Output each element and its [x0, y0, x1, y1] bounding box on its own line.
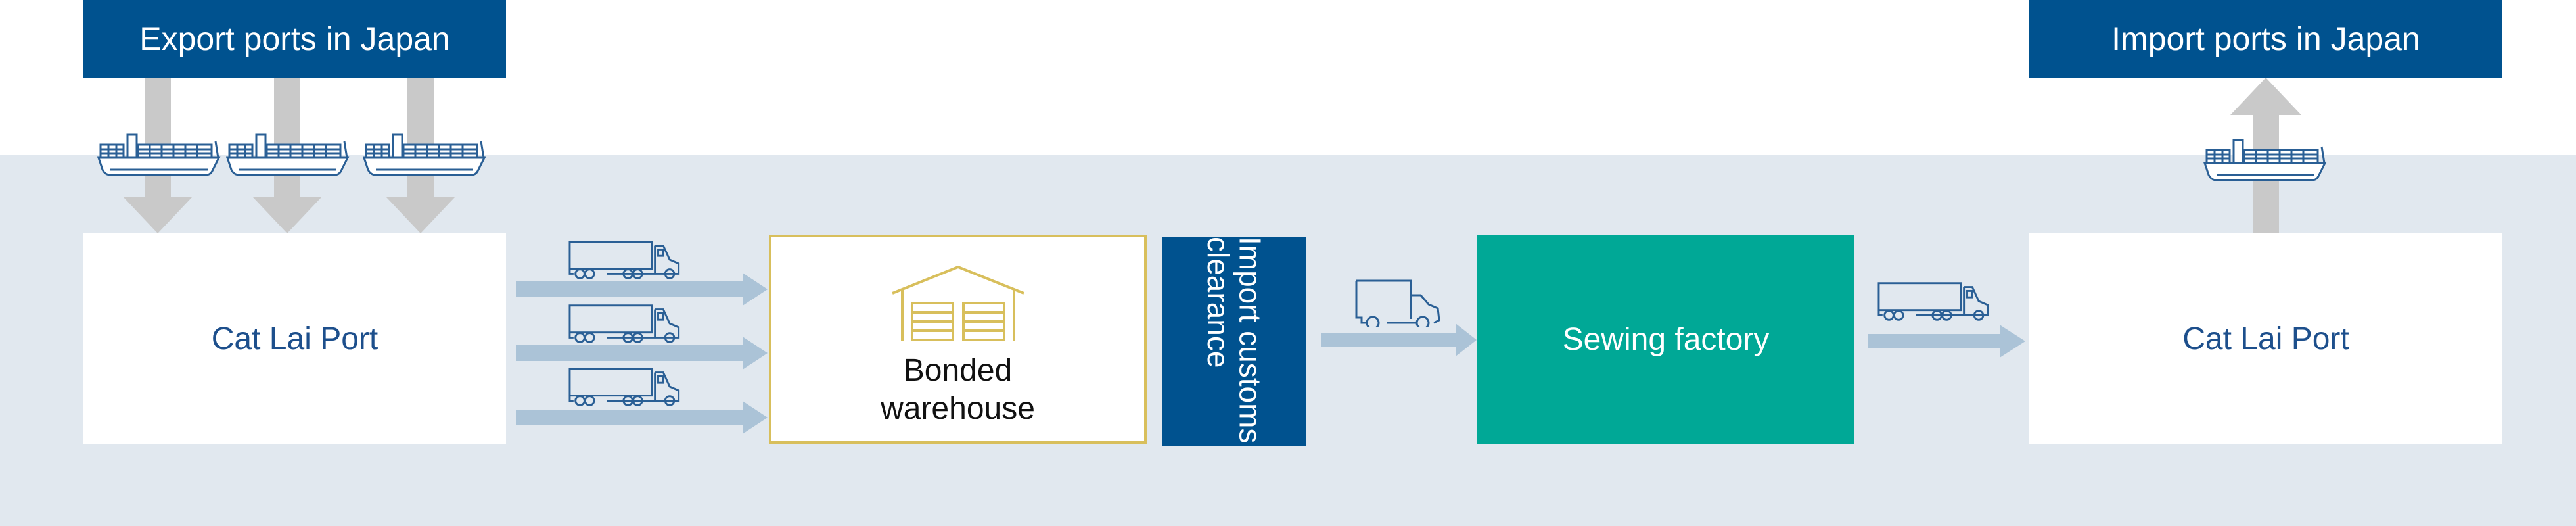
container-ship-icon	[2203, 137, 2328, 183]
import-ports-label: Import ports in Japan	[2029, 0, 2502, 78]
down-arrow-icon	[386, 78, 455, 233]
delivery-van-icon	[1355, 279, 1440, 327]
bonded-text: Bonded	[903, 353, 1013, 389]
right-arrow-icon	[516, 337, 768, 370]
export-ports-label: Export ports in Japan	[83, 0, 506, 78]
right-arrow-icon	[516, 273, 768, 306]
sewing-factory: Sewing factory	[1477, 235, 1854, 444]
port-in-text: Cat Lai Port	[211, 321, 379, 356]
warehouse-text: warehouse	[881, 391, 1035, 426]
customs-text: Import customs clearance	[1201, 237, 1268, 444]
down-arrow-icon	[253, 78, 321, 233]
truck-icon	[1877, 281, 2006, 322]
container-ship-icon	[226, 132, 351, 178]
import-ports-text: Import ports in Japan	[2111, 20, 2420, 57]
truck-icon	[568, 304, 697, 345]
down-arrow-icon	[124, 78, 192, 233]
export-ports-text: Export ports in Japan	[139, 20, 450, 57]
truck-icon	[568, 367, 697, 408]
right-arrow-icon	[1321, 323, 1477, 356]
import-customs-clearance: Import customs clearance	[1162, 237, 1306, 446]
truck-icon	[568, 240, 697, 281]
bonded-warehouse: Bonded warehouse	[769, 235, 1147, 444]
container-ship-icon	[363, 132, 488, 178]
right-arrow-icon	[1868, 325, 2025, 358]
port-out-text: Cat Lai Port	[2182, 321, 2349, 356]
right-arrow-icon	[516, 401, 768, 434]
cat-lai-port-inbound: Cat Lai Port	[83, 233, 506, 444]
warehouse-icon	[891, 266, 1024, 342]
cat-lai-port-outbound: Cat Lai Port	[2029, 233, 2502, 444]
factory-text: Sewing factory	[1562, 322, 1770, 357]
container-ship-icon	[97, 132, 222, 178]
